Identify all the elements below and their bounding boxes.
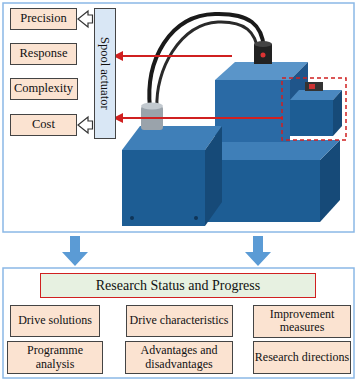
box-label: Precision (20, 12, 67, 26)
indicator (261, 53, 266, 58)
highlight-box (282, 78, 346, 140)
box-label: Cost (32, 118, 55, 132)
electronics-housing (205, 126, 222, 226)
topic-box: Research directions (253, 341, 351, 374)
connector (254, 41, 272, 47)
box-label: Research Status and Progress (96, 278, 260, 293)
hollow-arrow (78, 117, 93, 133)
topic-box: Programme analysis (7, 341, 103, 374)
topic-box: Improvement measures (253, 305, 351, 338)
box-label: Drive solutions (18, 314, 92, 327)
heading-box: Research Status and Progress (40, 273, 316, 298)
box-label: Programme analysis (8, 344, 102, 370)
box-label: Advantages and disadvantages (126, 344, 232, 370)
top-panel (3, 3, 354, 232)
topic-box: Advantages and disadvantages (125, 341, 233, 374)
attribute-box: Complexity (10, 78, 78, 100)
actuator-box: Spool actuator (94, 8, 116, 139)
box-label: Response (20, 47, 68, 61)
bottom-panel (3, 268, 354, 378)
solenoid (290, 90, 342, 100)
attribute-box: Precision (10, 8, 77, 30)
solenoid (333, 90, 342, 136)
electronics-housing (122, 150, 205, 226)
flow-arrow (62, 236, 88, 266)
box-label: Drive characteristics (130, 314, 229, 327)
hollow-arrow (78, 11, 93, 27)
flow-arrow (245, 236, 271, 266)
electronics-housing (122, 126, 222, 150)
solenoid-plug (305, 82, 323, 91)
screw (194, 216, 198, 220)
screw (130, 216, 134, 220)
attribute-box: Response (10, 43, 77, 65)
plug (141, 103, 163, 110)
box-label: Improvement measures (254, 308, 350, 334)
topic-box: Drive solutions (10, 305, 100, 337)
solenoid (290, 100, 333, 136)
solenoid-plug (309, 84, 315, 89)
valve-body (205, 140, 340, 160)
topic-box: Drive characteristics (126, 305, 233, 337)
box-label: Research directions (255, 351, 349, 364)
pointer-arrow (121, 117, 283, 119)
valve-body (205, 160, 320, 222)
box-label: Spool actuator (98, 37, 112, 110)
pointer-arrow (121, 55, 232, 57)
box-label: Complexity (14, 82, 73, 96)
valve-block (215, 80, 290, 142)
attribute-box: Cost (10, 114, 77, 136)
